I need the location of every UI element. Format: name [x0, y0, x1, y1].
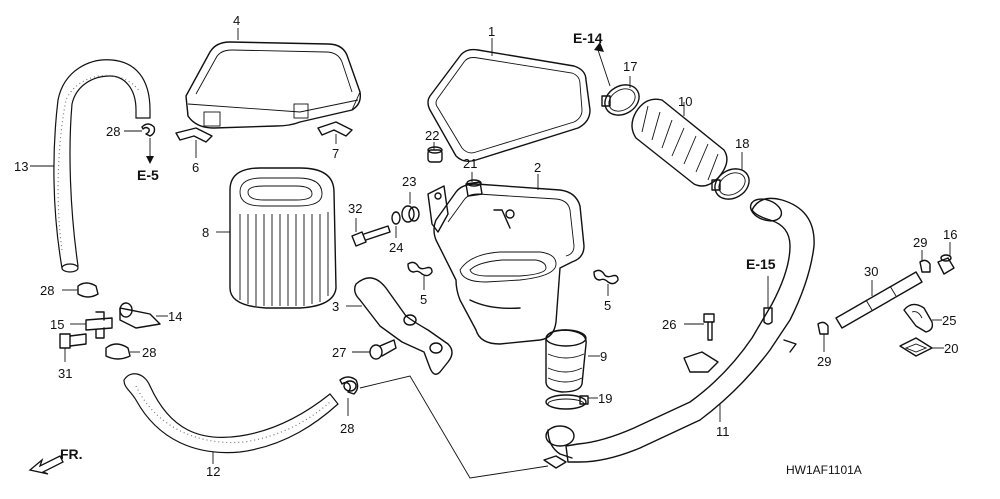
part-5-clip-right: [593, 269, 619, 285]
callout-2: 2: [534, 160, 541, 175]
callout-5-right: 5: [604, 298, 611, 313]
callout-14: 14: [168, 309, 182, 324]
part-13-breather-hose: [53, 59, 151, 273]
callout-30: 30: [864, 264, 878, 279]
part-28-clip-left: [77, 282, 99, 298]
part-8-air-filter-element: [229, 167, 337, 309]
callout-23: 23: [402, 174, 416, 189]
part-25-hose-clamp: [903, 303, 934, 333]
part-3-case-stay: [353, 277, 453, 375]
part-21-cap: [465, 179, 483, 197]
callout-16: 16: [943, 227, 957, 242]
part-30-breather-tube: [835, 271, 923, 329]
part-11-air-duct: [543, 197, 815, 469]
part-14-joint: [119, 302, 161, 329]
part-6-clip: [175, 127, 213, 143]
callout-31: 31: [58, 366, 72, 381]
part-22-grommet: [427, 146, 443, 163]
part-12-drain-hose: [123, 373, 339, 454]
callout-1: 1: [488, 24, 495, 39]
ref-e14: E-14: [573, 30, 603, 46]
callout-12: 12: [206, 464, 220, 479]
part-26-bolt: [703, 313, 715, 341]
part-31-drain-plug: [59, 333, 87, 349]
part-16-joint: [937, 254, 955, 275]
callout-5-left: 5: [420, 292, 427, 307]
part-28-clip-upper: [141, 123, 156, 137]
part-1-case-gasket: [427, 48, 591, 163]
part-18-tube-band: [711, 168, 750, 200]
callout-21: 21: [463, 156, 477, 171]
part-27-bolt: [369, 339, 397, 360]
hose-routing-line: [359, 375, 549, 479]
ref-e15: E-15: [746, 256, 776, 272]
part-19-tube-band: [545, 394, 589, 410]
ref-e5: E-5: [137, 167, 159, 183]
callout-26: 26: [662, 317, 676, 332]
part-32-bolt: [351, 225, 391, 247]
callout-13: 13: [14, 159, 28, 174]
callout-18: 18: [735, 136, 749, 151]
callout-28-upper: 28: [106, 124, 120, 139]
front-direction-arrow: FR.: [28, 446, 83, 475]
callout-20: 20: [944, 341, 958, 356]
part-29-clip-lower: [817, 321, 829, 335]
callout-19: 19: [598, 391, 612, 406]
part-24-collar: [391, 211, 401, 225]
part-10-intake-duct: [631, 98, 728, 187]
callout-11: 11: [716, 424, 730, 439]
callout-7: 7: [332, 146, 339, 161]
callout-3: 3: [332, 299, 339, 314]
part-2-cleaner-case: [433, 183, 585, 345]
part-20-pad: [899, 337, 933, 357]
callout-27: 27: [332, 345, 346, 360]
part-28-clip-middle: [105, 343, 131, 360]
part-28-clip-hose-end: [339, 376, 359, 395]
callout-22: 22: [425, 128, 439, 143]
callout-24: 24: [389, 240, 403, 255]
callout-25: 25: [942, 313, 956, 328]
diagram-code: HW1AF1101A: [786, 463, 862, 477]
callout-8: 8: [202, 225, 209, 240]
part-4-cleaner-cover: [185, 41, 362, 129]
callout-15: 15: [50, 317, 64, 332]
callout-28-lower: 28: [340, 421, 354, 436]
callout-6: 6: [192, 160, 199, 175]
part-15-tee-joint: [85, 311, 113, 339]
part-29-clip-upper: [919, 259, 931, 273]
part-17-tube-band: [601, 84, 640, 116]
callout-29-upper: 29: [913, 235, 927, 250]
callout-29-lower: 29: [817, 354, 831, 369]
callout-10: 10: [678, 94, 692, 109]
callout-9: 9: [600, 349, 607, 364]
callout-32: 32: [348, 201, 362, 216]
part-23-grommet: [401, 205, 420, 223]
part-5-clip-left: [407, 261, 433, 277]
part-9-connecting-tube: [545, 329, 587, 393]
front-label: FR.: [60, 446, 83, 462]
callout-17: 17: [623, 59, 637, 74]
part-7-clip: [317, 121, 353, 137]
callout-28-middle: 28: [142, 345, 156, 360]
callout-4: 4: [233, 13, 240, 28]
callout-28-left: 28: [40, 283, 54, 298]
case-mount-stay: [427, 185, 449, 233]
